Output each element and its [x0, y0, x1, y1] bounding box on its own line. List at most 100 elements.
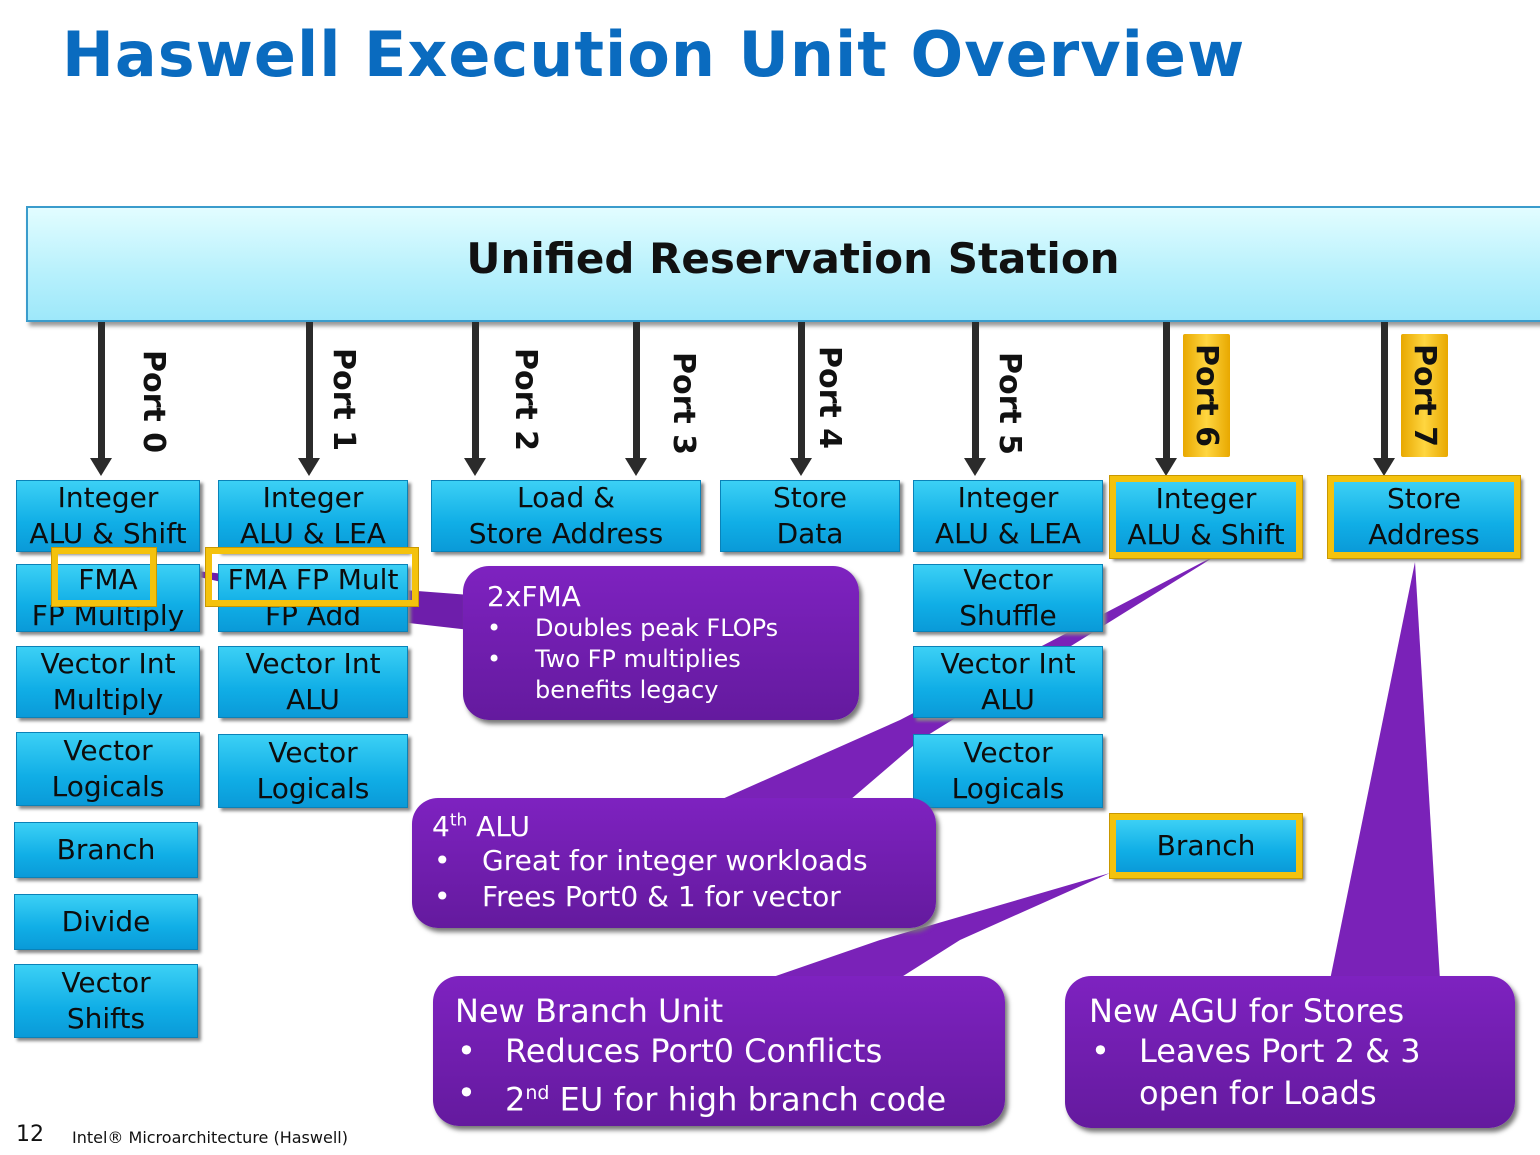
bullet-rest: EU for high branch code — [549, 1080, 947, 1119]
port6-label: Port 6 — [1183, 334, 1230, 458]
unit-line1: Vector — [61, 966, 151, 999]
unit-line2: Logicals — [256, 772, 370, 805]
unit-line1: Store — [1386, 482, 1461, 515]
fma-bullet: Doubles peak FLOPs — [487, 613, 859, 644]
port2-arrowhead — [464, 458, 486, 476]
unit-line1: Store — [772, 481, 847, 514]
heading-num: 4 — [432, 810, 450, 843]
unit-line1: Branch — [56, 833, 156, 866]
bullet-num: 2 — [505, 1080, 526, 1119]
unit-line1: Branch — [1156, 829, 1256, 862]
port1-label: Port 1 — [326, 348, 361, 452]
unit-line1: Vector Int — [245, 647, 381, 680]
p0-divide: Divide — [14, 894, 198, 950]
unit-line1: Load & — [517, 481, 615, 514]
unit-line1: Integer — [57, 481, 159, 514]
port6-wire — [1163, 322, 1170, 462]
unit-line1: FMA — [78, 563, 138, 596]
heading-sup: th — [449, 810, 468, 831]
unit-line1: Vector — [63, 734, 153, 767]
heading-rest: ALU — [467, 810, 531, 843]
port0-arrowhead — [90, 458, 112, 476]
unit-line2: Shifts — [66, 1002, 146, 1035]
port3-arrowhead — [625, 458, 647, 476]
port3-wire — [633, 322, 640, 462]
port4-label: Port 4 — [812, 346, 847, 450]
branch-callout-heading: New Branch Unit — [455, 992, 724, 1030]
unit-line2: Multiply — [52, 683, 164, 716]
port2-label: Port 2 — [508, 348, 543, 452]
fma-callout: 2xFMA Doubles peak FLOPs Two FP multipli… — [463, 566, 859, 720]
p23-load-store-address: Load &Store Address — [431, 480, 701, 552]
port0-wire — [98, 322, 105, 462]
unit-line2: ALU & LEA — [240, 517, 386, 550]
port1-arrowhead — [298, 458, 320, 476]
port3-label: Port 3 — [666, 352, 701, 456]
port5-arrowhead — [964, 458, 986, 476]
alu-bullet: Great for integer workloads — [434, 843, 936, 879]
unit-line2: ALU & Shift — [1127, 518, 1285, 551]
unit-line2: ALU — [981, 683, 1035, 716]
branch-callout: New Branch Unit Reduces Port0 Conflicts … — [433, 976, 1005, 1126]
agu-callout: New AGU for Stores Leaves Port 2 & 3 ope… — [1065, 976, 1515, 1128]
p6-branch: Branch — [1110, 814, 1302, 878]
unit-line1: Vector — [963, 563, 1053, 596]
alu-bullet: Frees Port0 & 1 for vector — [434, 879, 936, 915]
unit-line2: Logicals — [51, 770, 165, 803]
fma-bullet: Two FP multiplies benefits legacy — [487, 644, 775, 706]
unit-line2: Data — [776, 517, 844, 550]
alu-callout-heading: 4th ALU — [432, 810, 936, 843]
branch-callout-tail — [770, 873, 1110, 978]
unit-line1: Integer — [1155, 482, 1257, 515]
port4-arrowhead — [790, 458, 812, 476]
port6-arrowhead — [1155, 458, 1177, 476]
footer-text: Intel® Microarchitecture (Haswell) — [72, 1128, 348, 1147]
p0-branch: Branch — [14, 822, 198, 878]
p0-fma-highlight — [52, 548, 156, 606]
unit-line1: Integer — [957, 481, 1059, 514]
port0-label: Port 0 — [136, 350, 171, 454]
unit-line1: Divide — [61, 905, 151, 938]
unit-line1: Vector Int — [940, 647, 1076, 680]
port4-wire — [798, 322, 805, 462]
unit-line1: Vector — [268, 736, 358, 769]
port7-label: Port 7 — [1401, 334, 1448, 458]
unit-line2: ALU & Shift — [29, 517, 187, 550]
port5-wire — [972, 322, 979, 462]
port7-wire — [1381, 322, 1388, 462]
unit-line1: Vector — [963, 736, 1053, 769]
unit-line2: Address — [1368, 518, 1480, 551]
unit-line2: Shuffle — [959, 599, 1057, 632]
agu-callout-tail — [1330, 562, 1440, 980]
unit-line2: Store Address — [468, 517, 664, 550]
page-number: 12 — [16, 1122, 44, 1147]
branch-bullet: 2nd EU for high branch code — [457, 1072, 1005, 1121]
unified-reservation-station: Unified Reservation Station — [26, 206, 1540, 322]
p1-fma-highlight — [206, 548, 418, 606]
slide-title: Haswell Execution Unit Overview — [62, 18, 1246, 91]
unit-line1: FMA FP Mult — [227, 563, 399, 596]
port7-arrowhead — [1373, 458, 1395, 476]
port2-wire — [472, 322, 479, 462]
agu-bullet: Leaves Port 2 & 3 open for Loads — [1091, 1030, 1459, 1114]
port1-wire — [306, 322, 313, 462]
unit-line2: ALU — [286, 683, 340, 716]
reservation-station-label: Unified Reservation Station — [466, 234, 1120, 283]
fma-callout-heading: 2xFMA — [487, 580, 581, 613]
alu-callout: 4th ALU Great for integer workloads Free… — [412, 798, 936, 928]
unit-line2: Logicals — [951, 772, 1065, 805]
branch-bullet: Reduces Port0 Conflicts — [457, 1030, 1005, 1072]
